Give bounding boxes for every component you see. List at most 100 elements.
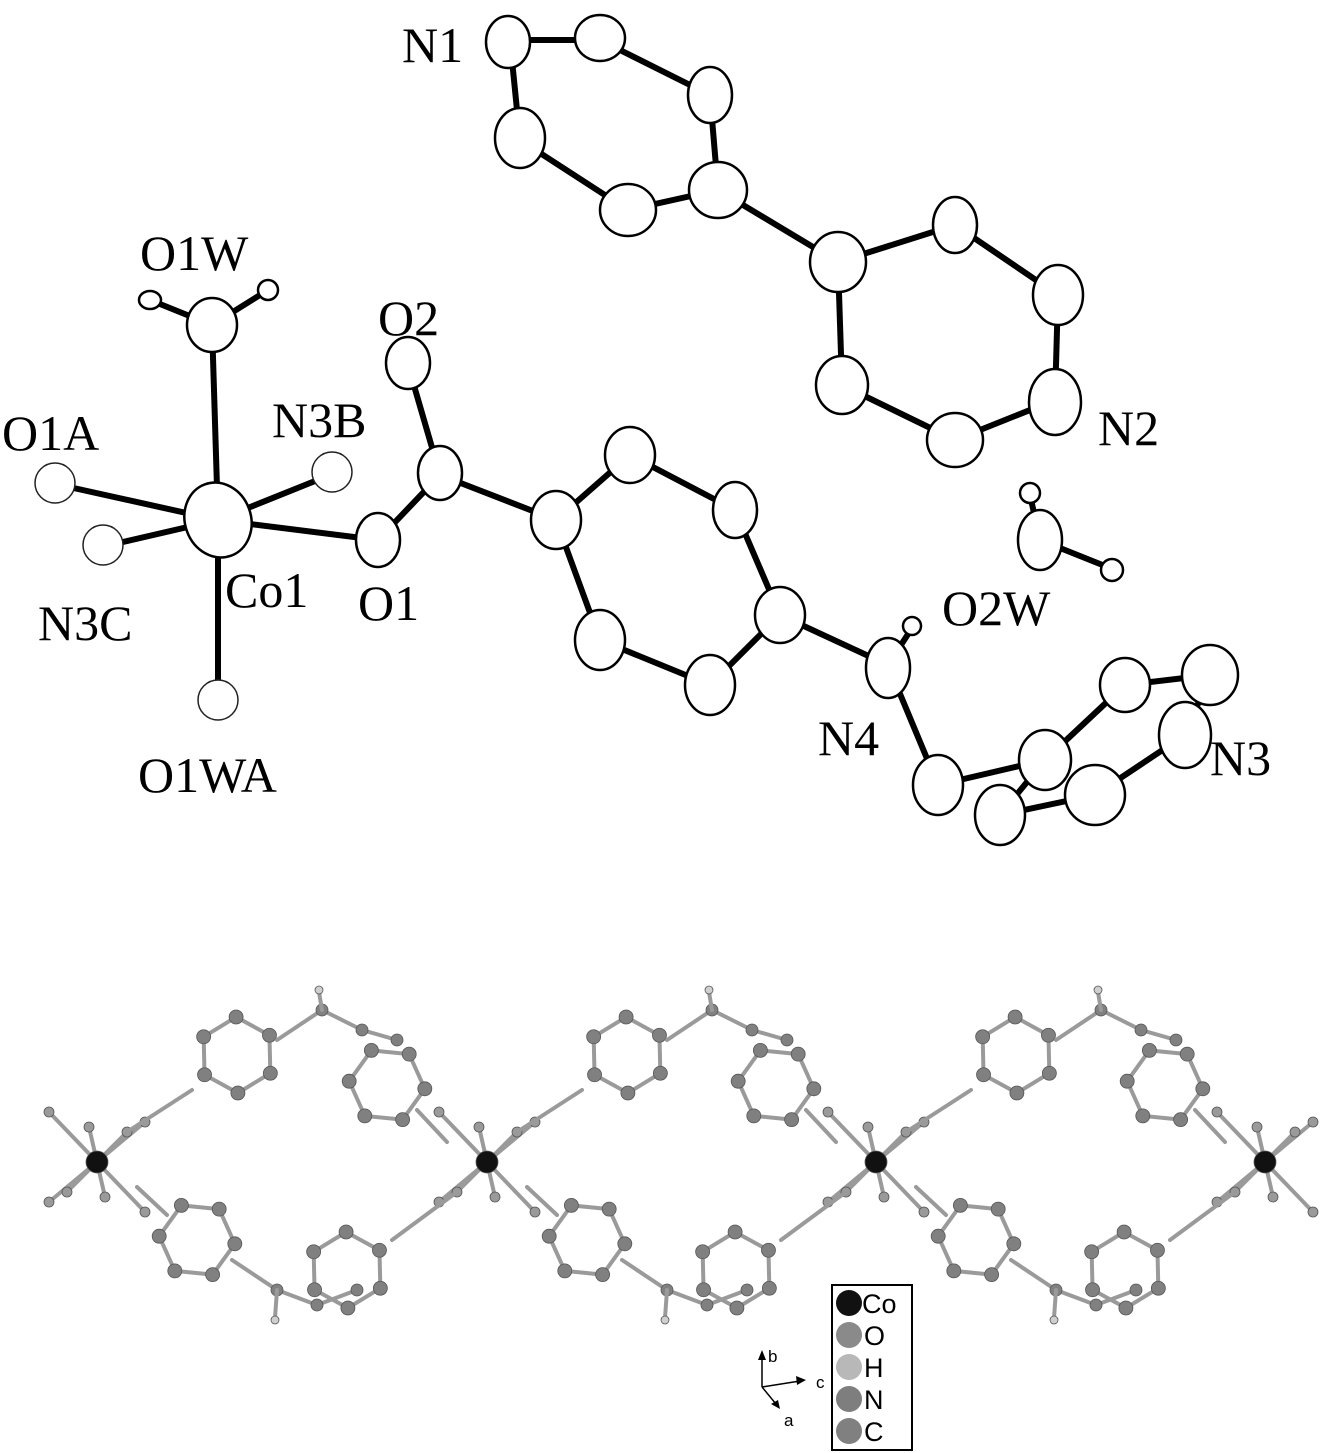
chain-atom [372, 1242, 387, 1258]
chain-bond [663, 1288, 669, 1320]
chain-bond [1054, 1288, 1098, 1307]
legend-swatch [836, 1386, 862, 1412]
legend-swatch [836, 1354, 862, 1380]
chain-atom [563, 1197, 579, 1213]
chain-atom [1289, 1126, 1301, 1138]
chain-atom [730, 1073, 746, 1089]
chain-atom [262, 1027, 277, 1043]
chain-atom [618, 1009, 634, 1025]
atom-h [137, 289, 163, 311]
chain-bond [1054, 1008, 1103, 1042]
chain-atom [1009, 1085, 1025, 1101]
chain-atom [473, 1121, 485, 1133]
chain-atom [746, 1108, 762, 1124]
chain-atom [990, 1201, 1006, 1217]
chain-atom [822, 1106, 834, 1118]
chain-atom [700, 1298, 714, 1312]
chain-bond [125, 1088, 194, 1134]
atom-h [1099, 557, 1125, 583]
atom-c [711, 480, 759, 540]
chain-bond [1096, 990, 1103, 1012]
chain-atom [930, 1228, 946, 1244]
chain-atom [790, 1046, 806, 1062]
chain-atom [151, 1228, 167, 1244]
chain-bond [317, 990, 324, 1012]
chain-atom [780, 1033, 794, 1047]
atom-h [256, 278, 280, 302]
atom-N3B [311, 451, 353, 493]
label-O1W: O1W [140, 225, 249, 281]
chain-bond [1052, 1288, 1058, 1320]
chain-atom [784, 1112, 800, 1128]
chain-atom [372, 1280, 388, 1296]
chain-atom [1007, 1009, 1023, 1025]
atom-c [925, 411, 985, 469]
svg-text:O: O [864, 1321, 885, 1351]
atom-c [687, 160, 749, 220]
atom-c [911, 753, 965, 817]
chain-bond [390, 1190, 459, 1242]
atom-c [603, 425, 657, 485]
chain-atom [652, 1027, 667, 1043]
chain-atom [862, 1121, 874, 1133]
atom-N3 [1157, 700, 1213, 770]
chain-bond [1215, 1110, 1267, 1164]
atom-c [573, 608, 627, 672]
chain-atom [1084, 1244, 1100, 1260]
chain-atom [1307, 1206, 1319, 1218]
chain-atom [173, 1197, 189, 1213]
chain-atom [975, 1029, 991, 1045]
chain-atom [1179, 1046, 1195, 1062]
atom-N2 [1027, 367, 1083, 437]
chain-atom [695, 1244, 711, 1260]
chain-atom [307, 1282, 322, 1298]
legend-item-h: H [836, 1353, 884, 1383]
chain-atom [1169, 1033, 1183, 1047]
chain-atom [99, 1191, 111, 1203]
chain-atom [355, 1023, 369, 1037]
chain-atom [984, 1267, 1000, 1283]
legend-item-co: Co [836, 1289, 897, 1319]
label-N2: N2 [1098, 400, 1159, 456]
chain-bond [1099, 1008, 1143, 1032]
chain-bond [47, 1110, 99, 1164]
atom-O1 [354, 511, 402, 569]
legend-item-c: C [836, 1417, 884, 1447]
chain-atom [363, 1042, 379, 1058]
atom-c [808, 230, 868, 294]
chain-atom [1116, 1224, 1132, 1240]
atom-N4 [864, 636, 912, 700]
legend-swatch [836, 1322, 862, 1348]
chain-atom [729, 1300, 745, 1316]
chain-atom [350, 1283, 364, 1297]
chain-bond [273, 1288, 279, 1320]
chain-atom [357, 1108, 373, 1124]
chain-atom [139, 1206, 151, 1218]
chain-atom [338, 1224, 354, 1240]
chain-atom [1253, 1150, 1277, 1174]
chain-bond [1193, 1108, 1227, 1144]
atom-c [493, 106, 547, 170]
chain-atom [586, 1029, 602, 1045]
svg-text:C: C [864, 1417, 884, 1447]
atom-c [753, 585, 807, 645]
chain-atom [262, 1065, 278, 1081]
chain-atom [1041, 1027, 1056, 1043]
chain-atom [1119, 1073, 1135, 1089]
atom-c [416, 444, 464, 502]
chain-atom [390, 1033, 404, 1047]
chain-bond [320, 1008, 364, 1032]
label-N3: N3 [1210, 730, 1271, 786]
chain-atom [1251, 1121, 1263, 1133]
chain-atom [595, 1267, 611, 1283]
polymer-chain [43, 985, 1319, 1325]
label-O1A: O1A [2, 405, 99, 461]
atom-c [573, 13, 627, 63]
atom-O1WA [197, 679, 239, 721]
chain-atom [475, 1150, 499, 1174]
axis-c: c [816, 1373, 825, 1392]
atom-c [529, 489, 583, 551]
chain-bond [826, 1110, 878, 1164]
legend-swatch [836, 1290, 862, 1316]
